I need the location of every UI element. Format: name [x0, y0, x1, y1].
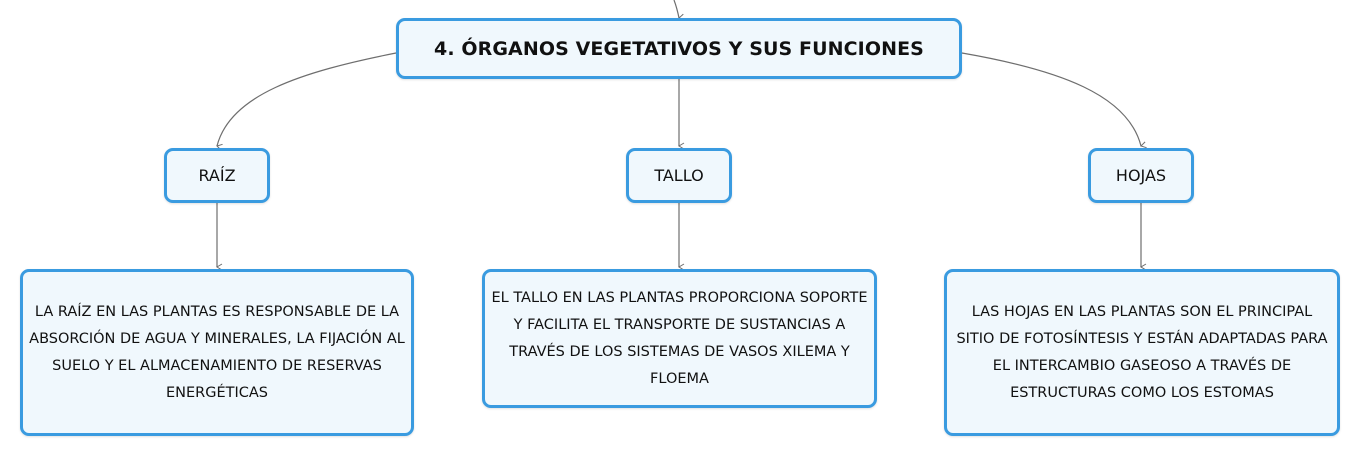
connector-root-to-hojas	[961, 52, 1147, 149]
description-node-hojas[interactable]: LAS HOJAS EN LAS PLANTAS SON EL PRINCIPA…	[944, 269, 1340, 436]
description-text-raiz: LA RAÍZ EN LAS PLANTAS ES RESPONSABLE DE…	[29, 303, 405, 401]
topic-label-raiz: RAÍZ	[198, 166, 236, 185]
topic-label-hojas: HOJAS	[1115, 166, 1167, 185]
topic-node-hojas[interactable]: HOJAS	[1088, 148, 1194, 203]
topic-node-tallo[interactable]: TALLO	[626, 148, 732, 203]
root-topic-label: 4. ÓRGANOS VEGETATIVOS Y SUS FUNCIONES	[434, 37, 924, 60]
root-topic-node[interactable]: 4. ÓRGANOS VEGETATIVOS Y SUS FUNCIONES	[396, 18, 962, 79]
topic-label-tallo: TALLO	[654, 166, 704, 185]
description-node-raiz[interactable]: LA RAÍZ EN LAS PLANTAS ES RESPONSABLE DE…	[20, 269, 414, 436]
connector-parent-to-root	[673, 0, 685, 21]
description-node-tallo[interactable]: EL TALLO EN LAS PLANTAS PROPORCIONA SOPO…	[482, 269, 877, 408]
description-text-tallo: EL TALLO EN LAS PLANTAS PROPORCIONA SOPO…	[491, 289, 868, 387]
connector-root-to-raiz	[216, 52, 397, 151]
description-text-hojas: LAS HOJAS EN LAS PLANTAS SON EL PRINCIPA…	[956, 303, 1328, 401]
topic-node-raiz[interactable]: RAÍZ	[164, 148, 270, 203]
